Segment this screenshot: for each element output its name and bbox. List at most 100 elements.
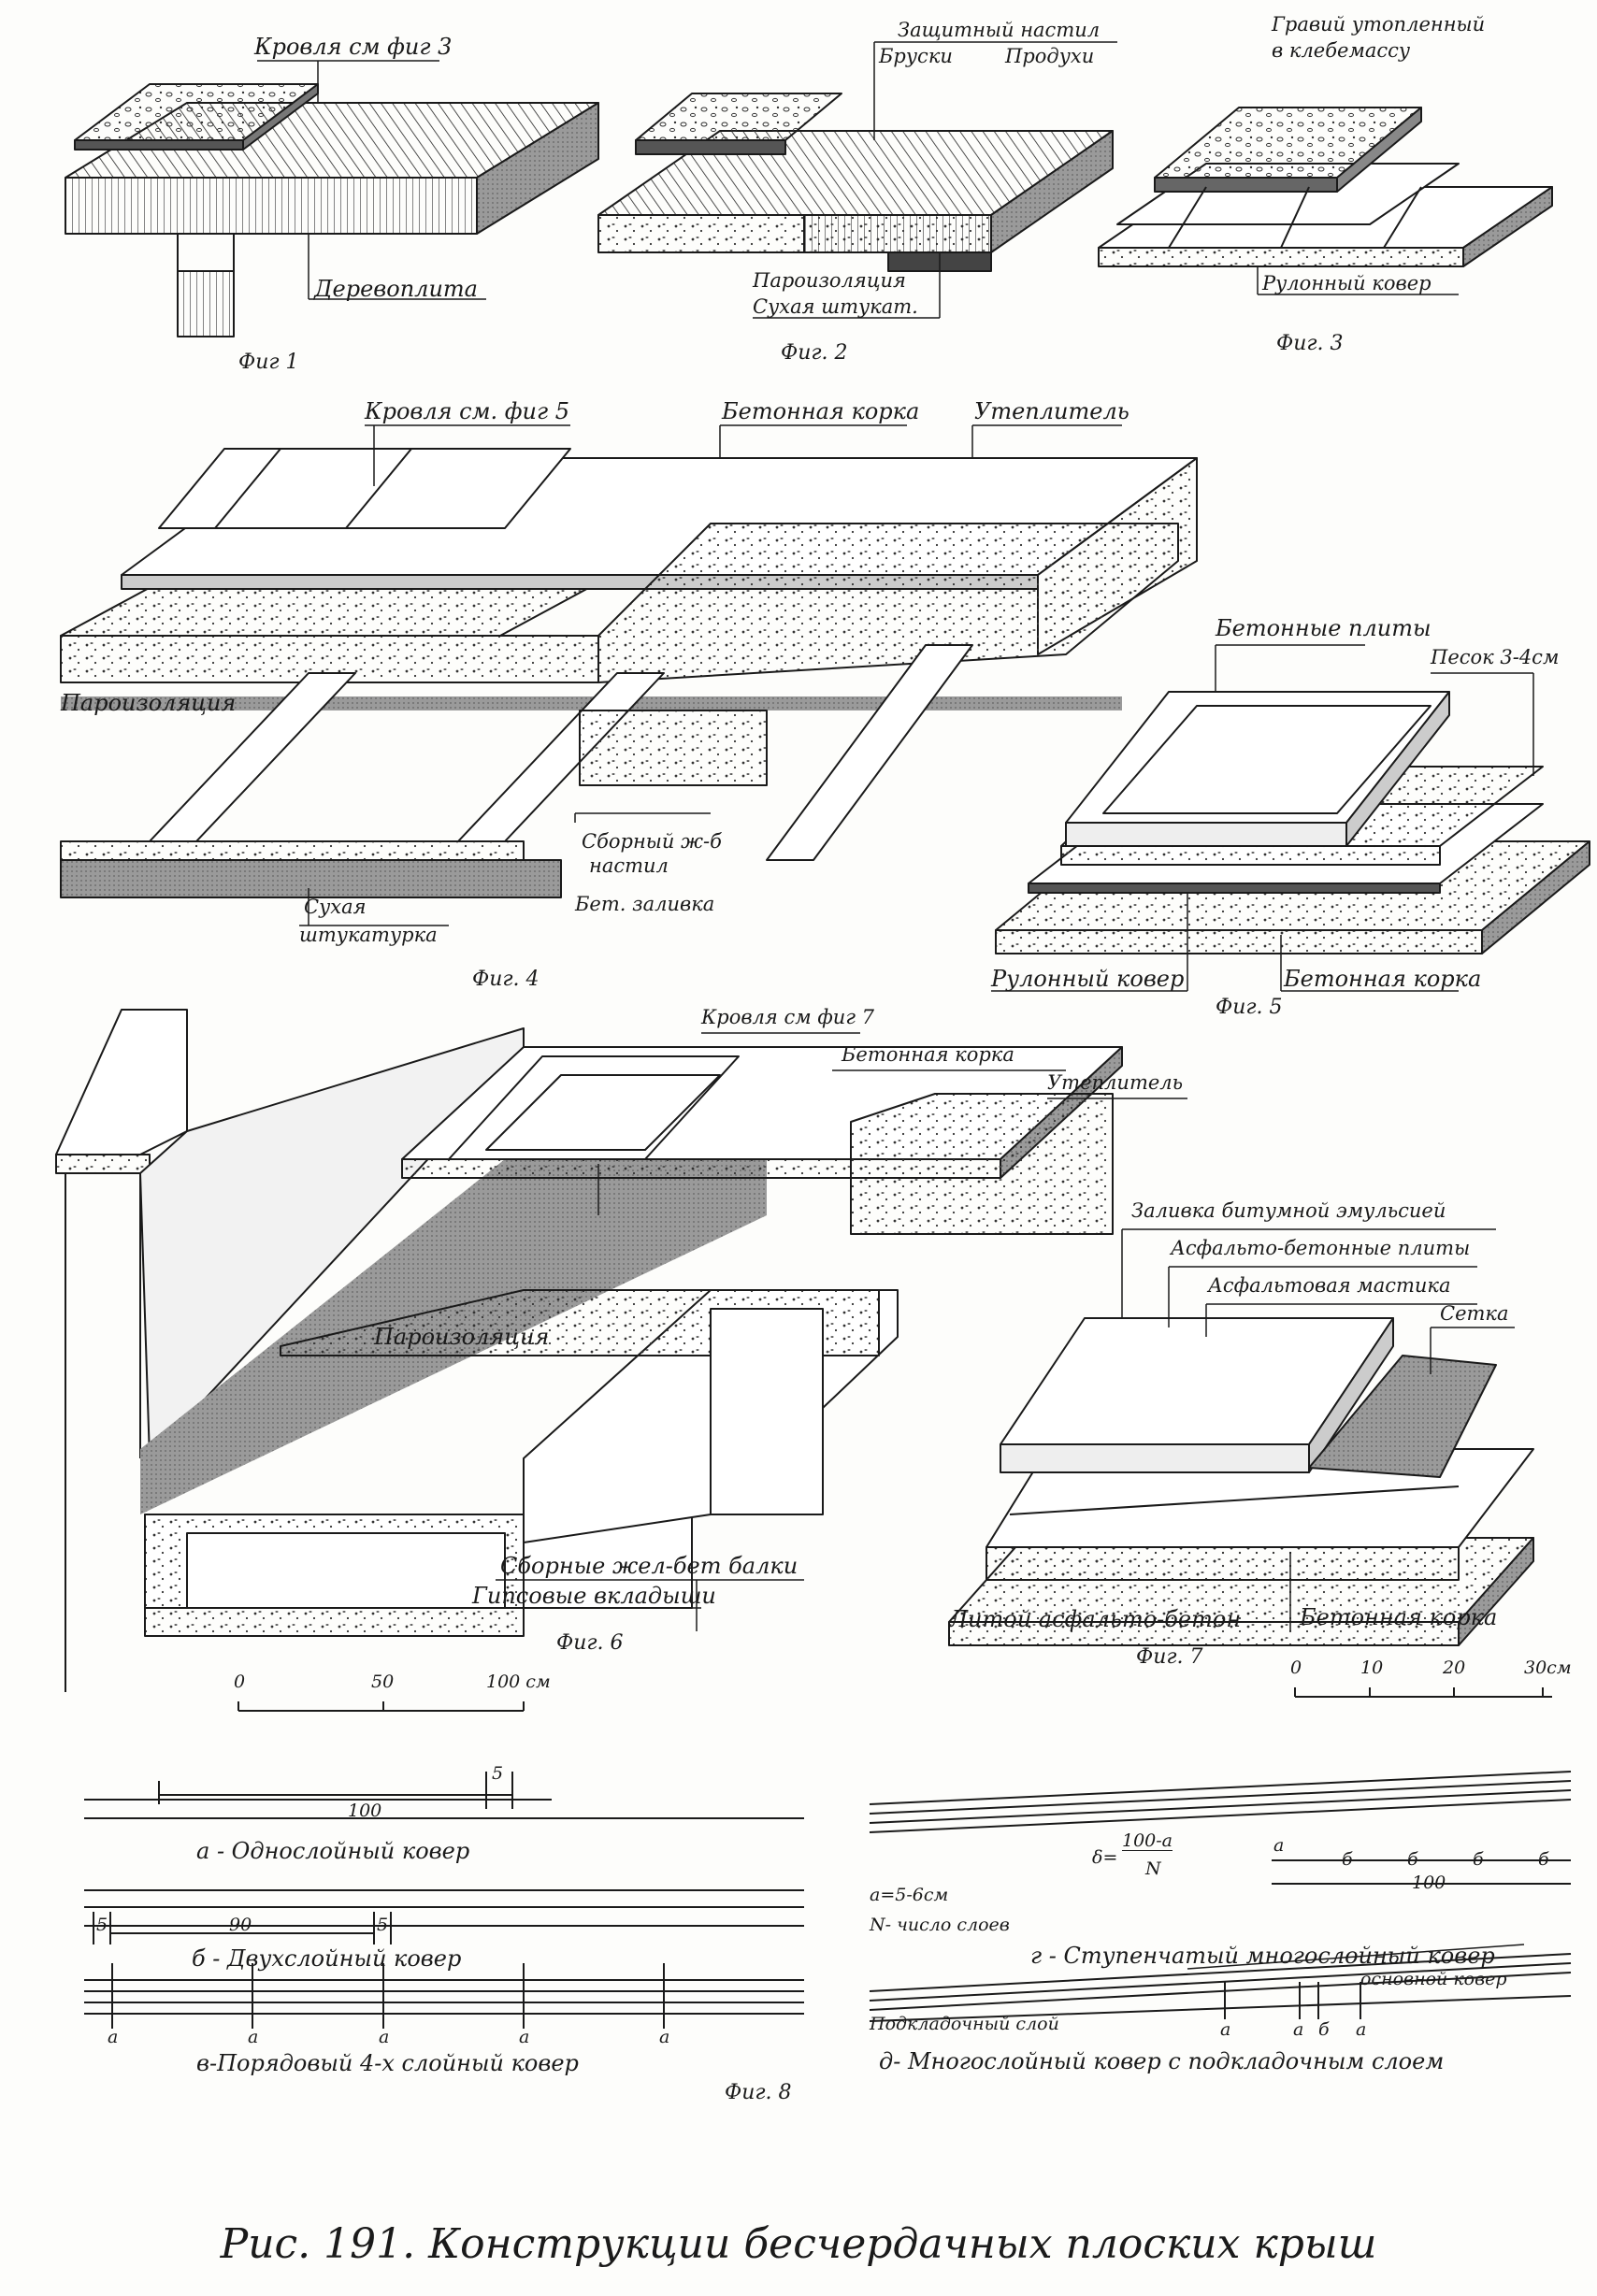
fig7-scale-tick-20: 20: [1443, 1657, 1466, 1678]
fig8b-dim-left: 5: [96, 1915, 108, 1935]
fig8g-formula-denominator: N: [1145, 1858, 1161, 1879]
fig2-title: Фиг. 2: [781, 341, 848, 365]
fig8g-note-a: а=5-6см: [870, 1885, 949, 1905]
fig8g-formula-delta: δ=: [1092, 1847, 1118, 1868]
fig8v-caption: в-Порядовый 4-х слойный ковер: [196, 2050, 579, 2076]
fig6-label-precast-beams: Сборные жел-бет балки: [500, 1553, 798, 1579]
fig5-label-concrete-crust: Бетонная корка: [1284, 966, 1482, 992]
fig8g-dim-b4: б: [1538, 1849, 1549, 1870]
fig7-scale-tick-10: 10: [1360, 1657, 1384, 1678]
fig8d-mark-4: а: [1356, 2019, 1367, 2040]
fig8g-formula-numerator: 100-а: [1122, 1830, 1173, 1851]
fig8d-label-base-carpet: основной ковер: [1360, 1969, 1507, 1989]
fig2-drawing: [597, 93, 1114, 272]
scale-bar-fig6: [237, 1701, 525, 1712]
fig1-title: Фиг 1: [238, 351, 299, 374]
fig7-label-asphalt-mastic: Асфальтовая мастика: [1208, 1274, 1451, 1297]
fig2-label-bars: Бруски: [879, 45, 953, 67]
fig8v-lines: [84, 1963, 804, 2029]
fig4-title: Фиг. 4: [472, 968, 540, 991]
fig8v-mark-4: а: [519, 2027, 530, 2047]
fig8b-dim-right: 5: [377, 1915, 389, 1935]
fig5-label-sand: Песок 3-4см: [1431, 646, 1560, 668]
fig6-title: Фиг. 6: [556, 1631, 624, 1655]
fig5-label-concrete-slabs: Бетонные плиты: [1216, 615, 1432, 641]
fig6-label-insulation: Утеплитель: [1047, 1071, 1184, 1094]
fig7-label-cast-asphalt: Литой асфальто-бетон: [949, 1606, 1242, 1632]
fig7-title: Фиг. 7: [1136, 1645, 1203, 1669]
fig8d-mark-1: а: [1220, 2019, 1231, 2040]
scale-bar-fig7: [1294, 1687, 1552, 1698]
fig8v-mark-5: а: [659, 2027, 670, 2047]
fig7-label-asphalt-slabs: Асфальто-бетонные плиты: [1171, 1237, 1471, 1259]
fig1-label-wood-slab: Деревоплита: [314, 276, 478, 302]
fig4-label-concrete-crust: Бетонная корка: [722, 398, 920, 424]
leader-lines: [257, 41, 1534, 1970]
fig8a-dim-overlap: 5: [492, 1763, 504, 1784]
fig7-scale-tick-30: 30см: [1524, 1657, 1572, 1678]
fig4-label-dry-plaster-line2: штукатурка: [299, 924, 438, 946]
fig1-drawing: [65, 83, 599, 337]
fig3-label-gravel-line2: в клебемассу: [1272, 39, 1411, 62]
fig8g-total: 100: [1412, 1873, 1446, 1893]
fig2-label-vents: Продухи: [1005, 45, 1095, 67]
fig8d-caption: д- Многослойный ковер с подкладочным сло…: [879, 2048, 1445, 2074]
figure-caption: Рис. 191. Конструкции бесчердачных плоск…: [220, 2220, 1377, 2268]
fig8d-label-underlay: Подкладочный слой: [870, 2014, 1059, 2034]
fig8g-caption: г - Ступенчатый многослойный ковер: [1030, 1943, 1495, 1969]
fig1-label-roof: Кровля см фиг 3: [254, 34, 453, 60]
fig4-label-concrete-fill: Бет. заливка: [575, 893, 715, 915]
fig8d-mark-3: б: [1318, 2019, 1330, 2040]
fig5-title: Фиг. 5: [1216, 996, 1283, 1019]
fig2-label-vapor-barrier: Пароизоляция: [753, 269, 906, 292]
fig6-scale-tick-50: 50: [371, 1672, 395, 1692]
fig8d-mark-2: а: [1293, 2019, 1304, 2040]
fig7-label-bitumen-fill: Заливка битумной эмульсией: [1131, 1199, 1446, 1222]
fig2-label-dry-plaster: Сухая штукат.: [753, 295, 918, 318]
fig8g-dim-b2: б: [1407, 1849, 1418, 1870]
fig8g-lines: [869, 1771, 1572, 1885]
fig8g-dim-b3: б: [1473, 1849, 1484, 1870]
fig6-drawing: [55, 1009, 1123, 1692]
fig8a-lines: [84, 1772, 804, 1819]
fig8v-mark-1: а: [108, 2027, 119, 2047]
fig6-label-gypsum-inserts: Гипсовые вкладыши: [472, 1583, 716, 1609]
fig6-label-concrete-crust: Бетонная корка: [842, 1043, 1014, 1066]
fig2-label-protective-deck: Защитный настил: [898, 19, 1101, 41]
fig5-label-roll-carpet: Рулонный ковер: [991, 966, 1185, 992]
fig4-label-precast-deck-line2: настил: [589, 854, 669, 877]
fig3-label-roll-carpet: Рулонный ковер: [1262, 272, 1432, 294]
fig7-label-concrete-crust: Бетонная корка: [1300, 1604, 1498, 1630]
fig6-scale-tick-0: 0: [234, 1672, 246, 1692]
fig8v-mark-3: а: [379, 2027, 390, 2047]
fig8g-note-n: N- число слоев: [870, 1915, 1010, 1935]
fig8a-dim-width: 100: [348, 1801, 382, 1821]
fig4-drawing: [60, 448, 1198, 898]
fig6-scale-tick-100: 100 см: [486, 1672, 551, 1692]
fig5-drawing: [995, 691, 1590, 954]
fig8v-mark-2: а: [248, 2027, 259, 2047]
fig3-label-gravel-line1: Гравий утопленный: [1272, 13, 1486, 36]
fig6-label-vapor-barrier: Пароизоляция: [374, 1324, 550, 1350]
fig8g-dim-a: а: [1273, 1835, 1285, 1856]
fig7-label-mesh: Сетка: [1440, 1302, 1509, 1325]
fig7-drawing: [948, 1317, 1534, 1646]
fig8b-caption: б - Двухслойный ковер: [192, 1945, 462, 1972]
fig4-label-precast-deck-line1: Сборный ж-б: [582, 830, 722, 853]
fig8b-dim-middle: 90: [229, 1915, 252, 1935]
fig4-label-dry-plaster-line1: Сухая: [304, 896, 367, 918]
fig6-label-roof: Кровля см фиг 7: [701, 1006, 874, 1028]
fig8d-lines: [869, 1953, 1572, 2022]
fig8-title: Фиг. 8: [725, 2081, 792, 2104]
fig8a-caption: а - Однослойный ковер: [196, 1838, 470, 1864]
fig4-label-insulation: Утеплитель: [974, 398, 1129, 424]
fig3-drawing: [1098, 107, 1553, 267]
fig4-label-vapor-barrier: Пароизоляция: [61, 690, 237, 716]
fig3-title: Фиг. 3: [1276, 332, 1344, 355]
fig8g-dim-b1: б: [1342, 1849, 1353, 1870]
fig8b-lines: [84, 1889, 804, 1944]
fig7-scale-tick-0: 0: [1290, 1657, 1302, 1678]
fig4-label-roof: Кровля см. фиг 5: [365, 398, 570, 424]
